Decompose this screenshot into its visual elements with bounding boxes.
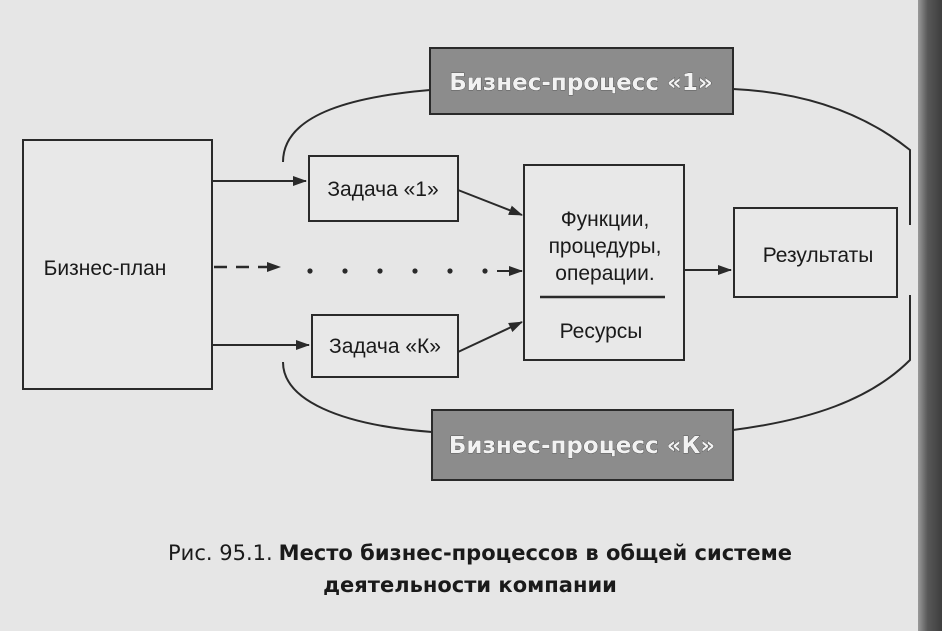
caption-title-line-2: деятельности компании (323, 573, 617, 597)
business-process-1-box (429, 47, 734, 115)
business-process-k-label: Бизнес-процесс «К» (449, 433, 715, 459)
arrow-task-1-to-functions (457, 189, 523, 216)
results-label: Результаты (763, 244, 874, 267)
business-plan-box (22, 139, 213, 390)
task-k-box (311, 314, 459, 378)
dotted-continuation (307, 268, 488, 274)
functions-line-1: Функции, (561, 208, 650, 231)
caption-title-line-1: Место бизнес-процессов в общей системе (279, 541, 792, 565)
process-k-loop (282, 295, 911, 433)
functions-line-2: процедуры, (549, 235, 662, 258)
caption-prefix: Рис. 95.1. (168, 541, 273, 565)
functions-line-3: операции. (555, 262, 654, 285)
business-plan-label: Бизнес-план (44, 257, 167, 280)
business-process-k-box (431, 409, 734, 481)
task-1-label: Задача «1» (327, 178, 438, 201)
arrow-task-k-to-functions (457, 321, 523, 353)
task-1-box (308, 155, 459, 222)
page-edge-shadow (918, 0, 942, 631)
results-box (733, 207, 898, 298)
resources-label: Ресурсы (560, 320, 643, 343)
process-1-loop (282, 88, 911, 225)
business-process-1-label: Бизнес-процесс «1» (449, 70, 712, 96)
functions-box (523, 164, 685, 361)
task-k-label: Задача «К» (329, 335, 441, 358)
figure-caption-line-1: Рис. 95.1.Место бизнес-процессов в общей… (168, 541, 792, 565)
